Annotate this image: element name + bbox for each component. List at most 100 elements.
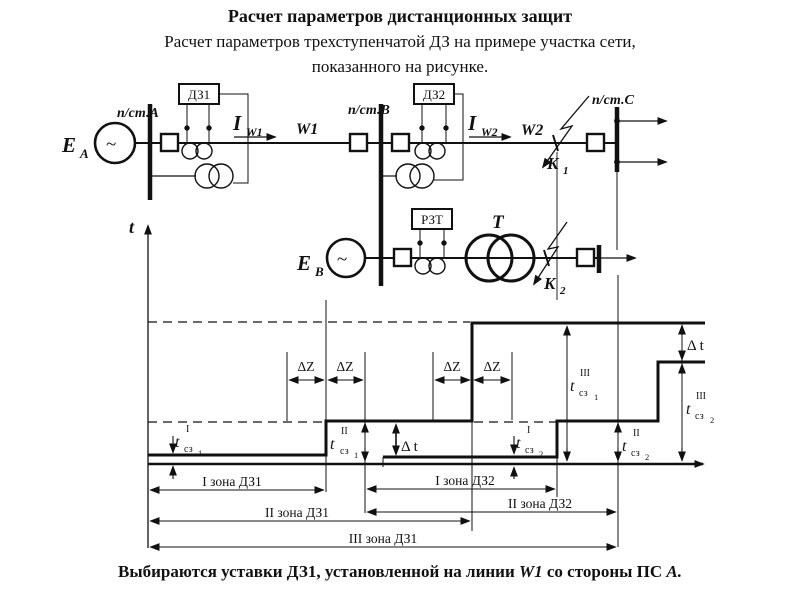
lightning-icon: [534, 221, 568, 284]
relay-dz2-label: ДЗ2: [423, 87, 445, 102]
dz1-characteristic: [148, 321, 705, 457]
relay-rzt-label: РЗТ: [421, 212, 443, 227]
line-w2-label: W2: [521, 122, 543, 139]
t2-dz2-label: t: [622, 438, 627, 455]
delta-z-dimensions: ΔZ ΔZ ΔZ ΔZ: [290, 359, 509, 380]
zone3-dz1-label: III зона ДЗ1: [349, 531, 418, 546]
delta-t-label: Δ t: [687, 338, 705, 354]
line-w2: W2: [381, 122, 617, 144]
ct-w1: [181, 142, 213, 160]
t1-dz2-label: t: [516, 435, 521, 452]
breaker-t-c: [575, 247, 596, 268]
t2-dz1-sub: сз: [340, 446, 349, 457]
time-dimensions: t I сз 1 t II сз 1 Δ t t I сз 2: [173, 326, 714, 479]
time-grading-chart: t: [129, 152, 714, 548]
source-eb-label: E: [296, 251, 311, 275]
subtitle-line1: Расчет параметров трехступенчатой ДЗ на …: [164, 32, 636, 51]
fault-k1-sub: 1: [563, 165, 569, 177]
source-eb: ~ E B: [296, 237, 367, 279]
breaker-b-w1: [348, 132, 369, 153]
ct-t: [414, 257, 446, 275]
bus-c: п/ст.С: [592, 93, 666, 250]
subtitle-line2: показанного на рисунке.: [311, 57, 489, 76]
t1-dz1-label: t: [175, 434, 180, 451]
time-axis-label: t: [129, 217, 135, 237]
wave-icon: ~: [337, 249, 347, 270]
t3-dz1-sub: сз: [579, 388, 588, 399]
relay-dz2: ДЗ2: [413, 83, 464, 181]
branch-terminal: [596, 245, 635, 273]
source-ea-label: E: [61, 133, 76, 157]
current-iw2-sub: W2: [481, 125, 498, 139]
breaker-b-w2: [390, 132, 411, 153]
zone1-dz2-label: I зона ДЗ2: [435, 473, 495, 488]
t2-dz1-sup: II: [341, 426, 348, 437]
delta-z-label: ΔZ: [444, 359, 461, 374]
t3-dz1-label: t: [570, 378, 575, 395]
zone2-dz1-label: II зона ДЗ1: [265, 505, 329, 520]
footer-w1: W1: [519, 562, 543, 581]
dashed-levels: [148, 321, 556, 423]
time-axis: t: [129, 217, 148, 548]
current-iw1: I W1: [232, 111, 275, 139]
current-iw2: I W2: [467, 111, 510, 139]
vt-bus-b: [395, 163, 435, 189]
t3-dz2-sub: сз: [695, 411, 704, 422]
current-iw1-label: I: [232, 111, 242, 135]
breaker-a-w1: [159, 132, 180, 153]
fault-k2-sub: 2: [559, 285, 566, 297]
breaker-c-w2: [585, 132, 606, 153]
bus-b-label: п/ст.В: [348, 103, 390, 118]
transformer-t: T: [464, 212, 536, 283]
current-iw2-label: I: [467, 111, 477, 135]
bus-b: п/ст.В: [348, 103, 397, 286]
delta-z-label: ΔZ: [337, 359, 354, 374]
page-title: Расчет параметров дистанционных защит: [227, 6, 573, 26]
current-iw1-sub: W1: [246, 125, 263, 139]
dz2-characteristic: [383, 360, 705, 459]
t2-dz2-sup: II: [633, 428, 640, 439]
node-dot: [614, 159, 620, 165]
breaker-b-t: [392, 247, 413, 268]
zone-dimensions: I зона ДЗ1 I зона ДЗ2 II зона ДЗ2 II зон…: [151, 473, 615, 547]
wave-icon: ~: [106, 134, 116, 155]
fault-k1-label: K: [546, 154, 560, 173]
t2-dz2-sub: сз: [631, 448, 640, 459]
bus-a: п/ст.А: [117, 104, 196, 200]
t2-dz1-label: t: [330, 436, 335, 453]
relay-dz1: ДЗ1: [178, 83, 249, 184]
zone1-dz1-label: I зона ДЗ1: [202, 474, 262, 489]
footer-psa: А.: [666, 562, 682, 581]
t1-dz2-sub: сз: [525, 445, 534, 456]
bus-a-label: п/ст.А: [117, 106, 159, 121]
schematic: W1 W2 ~ E A ~ E B: [61, 83, 666, 297]
delta-z-label: ΔZ: [484, 359, 501, 374]
t1-dz1-sub: сз: [184, 444, 193, 455]
footer-part2: со стороны ПС: [542, 562, 667, 581]
transformer-t-label: T: [492, 212, 505, 233]
lightning-icon: [543, 95, 590, 167]
source-eb-sub: B: [314, 264, 324, 279]
t1-dz2-sup: I: [527, 425, 530, 436]
t1-dz1-idx: 1: [198, 448, 202, 458]
t1-dz1-sup: I: [186, 424, 189, 435]
vt-bus-a: [194, 163, 234, 189]
zone2-dz2-label: II зона ДЗ2: [508, 496, 572, 511]
bus-c-label: п/ст.С: [592, 93, 634, 108]
fault-k1: K 1: [543, 95, 590, 177]
line-w1-label: W1: [296, 121, 318, 138]
ct-w2: [414, 142, 446, 160]
fault-k2: K 2: [534, 221, 568, 297]
t3-dz1-sup: III: [580, 368, 590, 379]
t3-dz2-label: t: [686, 401, 691, 418]
footer-part1: Выбираются уставки ДЗ1, установленной на…: [118, 562, 520, 581]
source-ea: ~ E A: [61, 121, 137, 165]
t3-dz2-sup: III: [696, 391, 706, 402]
relay-rzt: РЗТ: [411, 208, 453, 258]
delta-t-label: Δ t: [401, 439, 419, 455]
node-dot: [614, 118, 620, 124]
relay-dz1-label: ДЗ1: [188, 87, 210, 102]
t3-dz1-idx: 1: [594, 392, 598, 402]
